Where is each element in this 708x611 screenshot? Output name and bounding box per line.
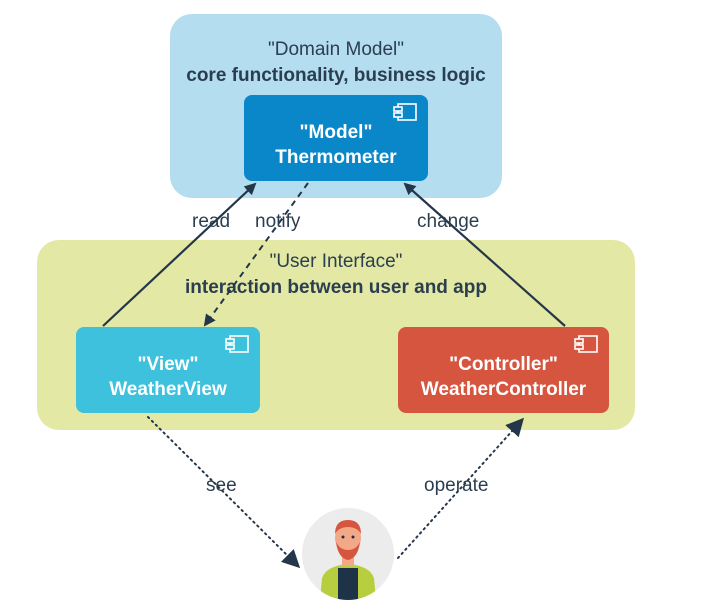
change-label: change <box>417 211 480 232</box>
component-icon <box>225 335 249 353</box>
notify-arrow <box>203 182 309 327</box>
operate-label: operate <box>424 475 489 496</box>
user-interface-subtitle: interaction between user and app <box>185 277 487 298</box>
view-name: WeatherView <box>109 379 227 400</box>
user-interface-title: "User Interface" <box>269 251 403 272</box>
domain-model-subtitle: core functionality, business logic <box>186 65 486 86</box>
model-name: Thermometer <box>275 147 397 168</box>
view-component: "View" WeatherView <box>76 327 260 413</box>
read-arrow <box>102 182 257 327</box>
domain-model-title: "Domain Model" <box>268 39 404 60</box>
component-icon <box>393 103 417 121</box>
component-icon <box>574 335 598 353</box>
change-arrow <box>403 182 566 327</box>
see-label: see <box>206 475 237 496</box>
user-avatar-icon <box>302 508 394 600</box>
notify-label: notify <box>255 211 301 232</box>
controller-stereotype: "Controller" <box>449 354 558 375</box>
controller-name: WeatherController <box>420 379 587 400</box>
model-stereotype: "Model" <box>299 122 373 143</box>
operate-arrow <box>397 417 525 559</box>
view-stereotype: "View" <box>137 354 199 375</box>
read-label: read <box>192 211 231 232</box>
controller-component: "Controller" WeatherController <box>398 327 609 413</box>
see-arrow <box>147 416 301 569</box>
model-component: "Model" Thermometer <box>244 95 428 181</box>
